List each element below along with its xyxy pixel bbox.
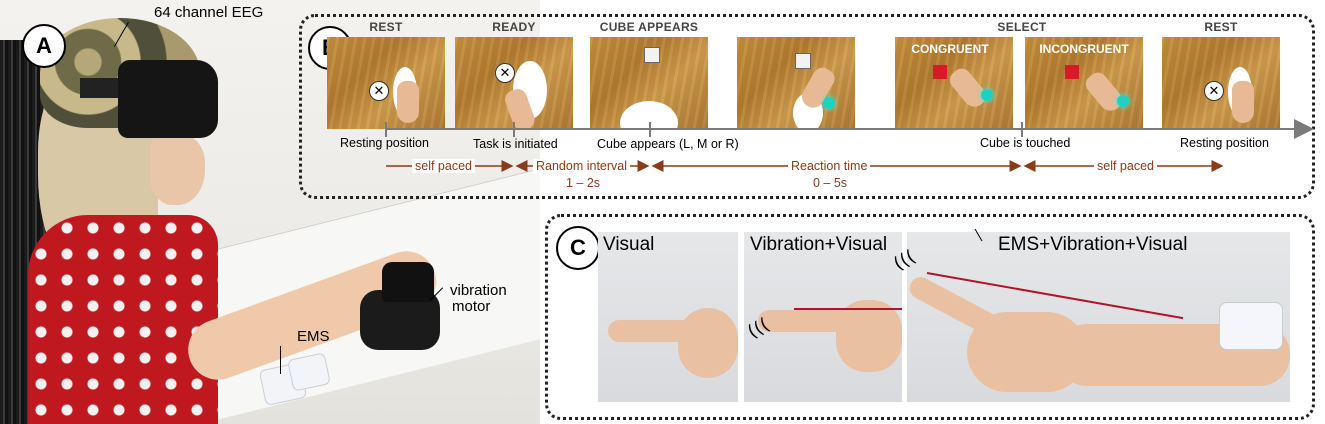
x-marker-icon: ✕	[1204, 81, 1224, 101]
vr-strap	[80, 78, 130, 98]
stage-rest-end-image: ✕	[1162, 37, 1280, 129]
fingertip-highlight	[981, 89, 993, 101]
ems-vibration-visual-condition-photo	[907, 232, 1290, 402]
event-cube-appears: Cube appears (L, M or R)	[597, 137, 739, 151]
fingertip-highlight	[1117, 95, 1129, 107]
red-cube-icon	[1065, 65, 1079, 79]
x-marker-icon: ✕	[495, 63, 515, 83]
congruent-label: CONGRUENT	[911, 42, 989, 56]
stage-congruent-image: CONGRUENT	[895, 37, 1013, 129]
stage-cube-appears-image	[590, 37, 708, 129]
interval-random-label: Random interval	[533, 159, 631, 173]
incongruent-label: INCONGRUENT	[1039, 42, 1129, 56]
condition-ems-vibration-visual-title: EMS+Vibration+Visual	[998, 234, 1188, 255]
event-task-initiated: Task is initiated	[473, 137, 558, 151]
vibration-wire	[794, 308, 902, 310]
face	[150, 135, 205, 205]
event-resting-position: Resting position	[340, 136, 429, 150]
hand-tracker	[382, 262, 434, 302]
interval-self-paced-label-2: self paced	[1094, 159, 1157, 173]
panel-c-label: C	[556, 226, 600, 270]
stage-reaching-image	[737, 37, 855, 129]
stage-incongruent-image: INCONGRUENT	[1025, 37, 1143, 129]
panel-a-label: A	[22, 24, 66, 68]
ems-electrode	[1219, 302, 1283, 350]
fingertip-highlight	[823, 97, 835, 109]
interval-reaction-range: 0 – 5s	[813, 176, 848, 190]
stage-title-ready: READY	[492, 20, 536, 34]
event-cube-touched: Cube is touched	[980, 136, 1071, 150]
vr-headset	[118, 60, 218, 138]
interval-reaction-label: Reaction time	[788, 159, 871, 173]
hand	[836, 300, 902, 372]
event-resting-position-end: Resting position	[1180, 136, 1269, 150]
motor-label-line2: motor	[452, 298, 491, 315]
stage-title-cube-appears: CUBE APPEARS	[599, 20, 699, 34]
hand	[397, 81, 419, 123]
condition-visual-title: Visual	[603, 234, 655, 255]
interval-self-paced-label: self paced	[412, 159, 475, 173]
ems-label: EMS	[297, 328, 330, 345]
condition-vibration-visual-title: Vibration+Visual	[750, 234, 888, 255]
stage-title-rest-end: REST	[1204, 20, 1238, 34]
visual-condition-photo	[598, 232, 738, 402]
stage-rest-image: ✕	[327, 37, 445, 129]
cube-icon	[795, 53, 811, 69]
panel-b-frame	[299, 14, 1315, 199]
red-cube-icon	[933, 65, 947, 79]
eeg-label: 64 channel EEG	[154, 4, 264, 21]
stage-title-rest: REST	[369, 20, 403, 34]
ems-leader-line	[280, 346, 281, 374]
panel-a-photo	[0, 0, 540, 424]
stage-ready-image: ✕	[455, 37, 573, 129]
cube-icon	[644, 47, 660, 63]
red-floral-shirt	[28, 215, 218, 424]
panel-c-frame	[545, 214, 1315, 420]
x-marker-icon: ✕	[369, 81, 389, 101]
hand	[678, 308, 738, 378]
interval-random-range: 1 – 2s	[566, 176, 601, 190]
stage-title-select: SELECT	[997, 20, 1047, 34]
hand	[1232, 81, 1254, 123]
motor-label-line1: vibration	[450, 282, 507, 299]
vibration-visual-condition-photo	[744, 232, 902, 402]
